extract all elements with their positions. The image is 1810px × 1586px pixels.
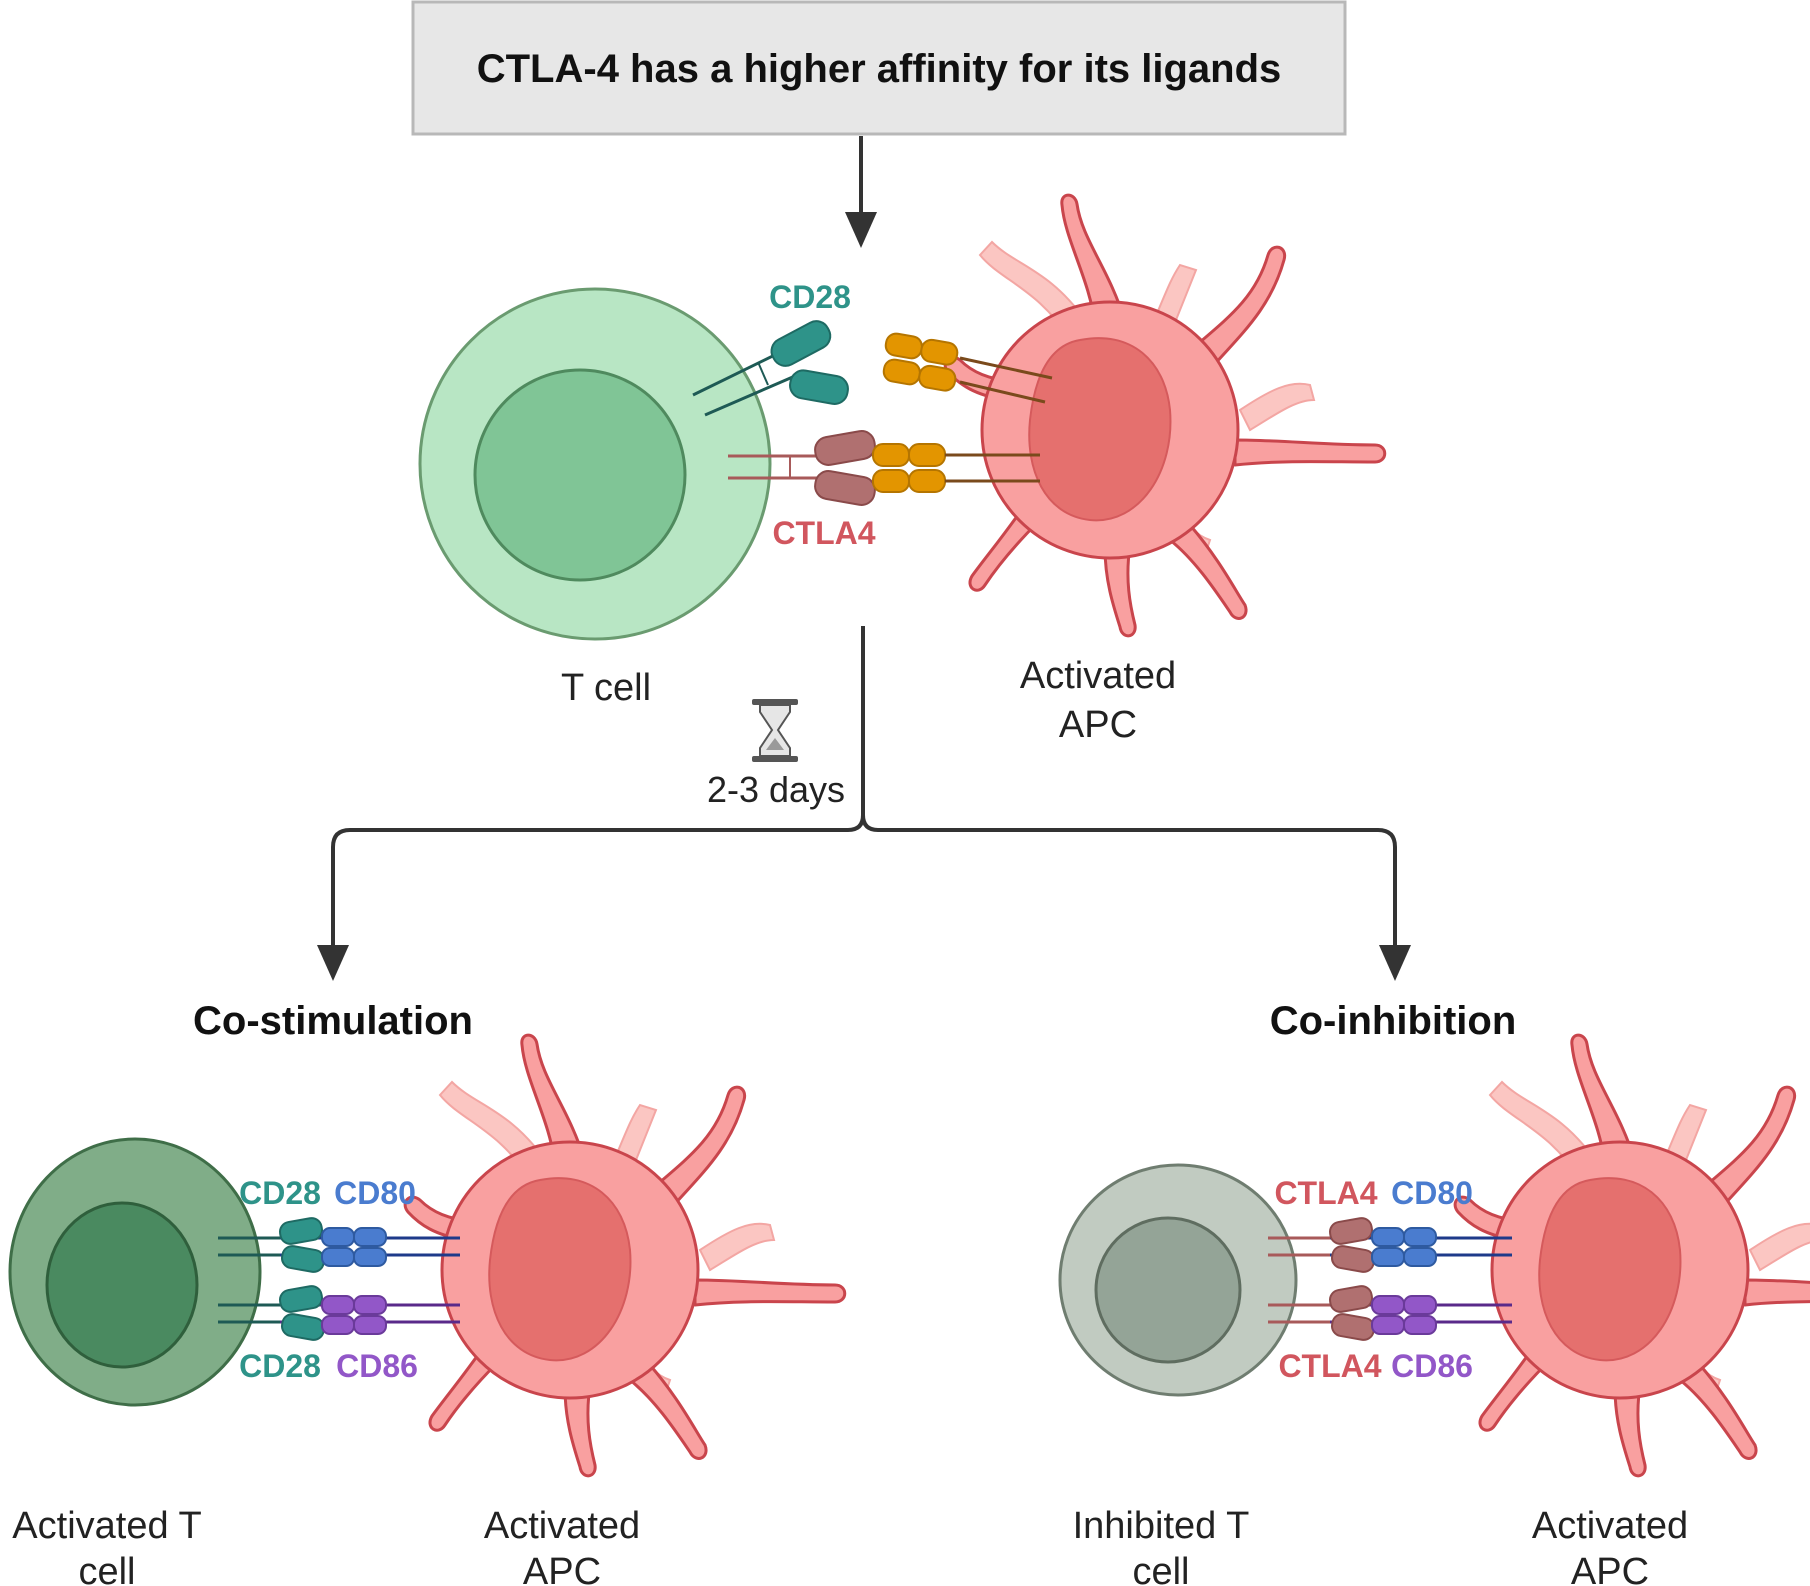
- coinhib-t-cell-label-line1: Inhibited T: [1073, 1505, 1250, 1547]
- cd28-cd86-complex: [218, 1285, 460, 1341]
- costim-cd28-bottom-label: CD28: [239, 1348, 321, 1384]
- coinhib-apc-label-line1: Activated: [1532, 1505, 1688, 1547]
- activated-t-cell: [8, 1137, 262, 1407]
- t-cell: [418, 287, 772, 641]
- ctla4-label: CTLA4: [772, 515, 875, 551]
- costim-cd28-top-label: CD28: [239, 1175, 321, 1211]
- ctla4-cd86-complex: [1268, 1285, 1512, 1341]
- coinhib-ctla4-bottom-label: CTLA4: [1278, 1348, 1381, 1384]
- costim-title: Co-stimulation: [193, 999, 473, 1043]
- header-title: CTLA-4 has a higher affinity for its lig…: [477, 47, 1282, 91]
- cd28-cd80-complex: [218, 1217, 460, 1273]
- apc-costim: [403, 1033, 847, 1478]
- coinhib-cd86-label: CD86: [1391, 1348, 1473, 1384]
- costim-t-cell-label-line1: Activated T: [12, 1505, 201, 1547]
- costim-cd80-label: CD80: [334, 1175, 416, 1211]
- costim-t-cell-label-line2: cell: [78, 1551, 135, 1586]
- inhibited-t-cell: [1058, 1163, 1298, 1397]
- coinhib-apc-label-line2: APC: [1571, 1551, 1649, 1586]
- apc-label-line1: Activated: [1020, 655, 1176, 697]
- apc-top: [943, 193, 1387, 638]
- costim-cd86-label: CD86: [336, 1348, 418, 1384]
- ctla4-cd80-complex: [1268, 1217, 1512, 1273]
- free-ligand-top: [881, 331, 1053, 404]
- costim-apc-label-line1: Activated: [484, 1505, 640, 1547]
- t-cell-label: T cell: [561, 667, 651, 709]
- coinhib-ctla4-top-label: CTLA4: [1274, 1175, 1377, 1211]
- hourglass-icon: [752, 699, 798, 762]
- coinhib-cd80-label: CD80: [1391, 1175, 1473, 1211]
- branch-connector: [317, 626, 1411, 981]
- coinhib-t-cell-label-line2: cell: [1132, 1551, 1189, 1586]
- cd28-label: CD28: [769, 279, 851, 315]
- timer-label: 2-3 days: [707, 769, 845, 810]
- header-box: [411, 0, 1347, 136]
- coinhib-title: Co-inhibition: [1270, 999, 1517, 1043]
- apc-label-line2: APC: [1059, 704, 1137, 746]
- ctla4-ligand-complex: [728, 430, 1040, 506]
- costim-apc-label-line2: APC: [523, 1551, 601, 1586]
- cd28-receptor: [692, 320, 849, 417]
